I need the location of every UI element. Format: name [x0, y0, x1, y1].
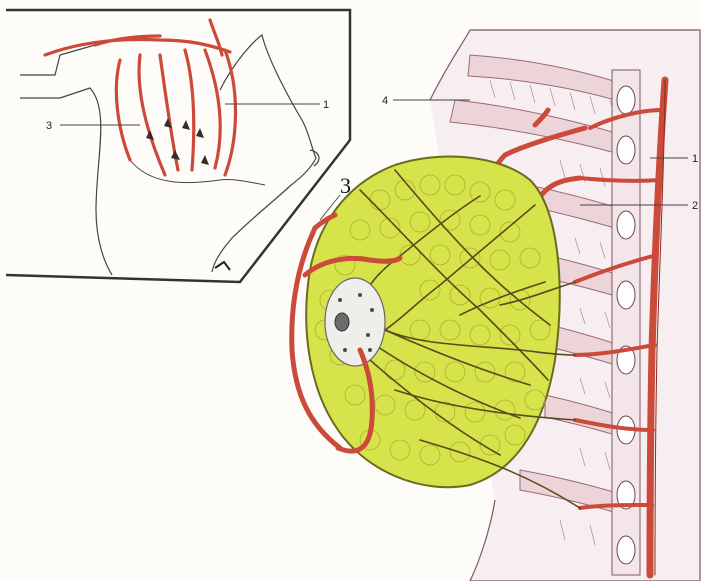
- inset-corner-mark: [215, 262, 230, 270]
- nipple: [335, 313, 349, 331]
- inset-torso-outline: [20, 45, 112, 275]
- label-2: 2: [692, 200, 698, 212]
- inset-label-1: 1: [323, 99, 329, 111]
- label-1: 1: [692, 153, 698, 165]
- inset-label-3: 3: [46, 120, 52, 132]
- inset-underbreast: [130, 160, 265, 185]
- inset-arteries: [45, 20, 236, 175]
- inset-panel: 1 3: [6, 10, 350, 282]
- inset-arrow-marks: [146, 118, 209, 165]
- inset-breast-outline: [212, 35, 316, 272]
- label-4: 4: [382, 95, 388, 107]
- label-3: 3: [340, 173, 351, 198]
- inset-nipple: [310, 150, 319, 166]
- areola: [325, 278, 385, 366]
